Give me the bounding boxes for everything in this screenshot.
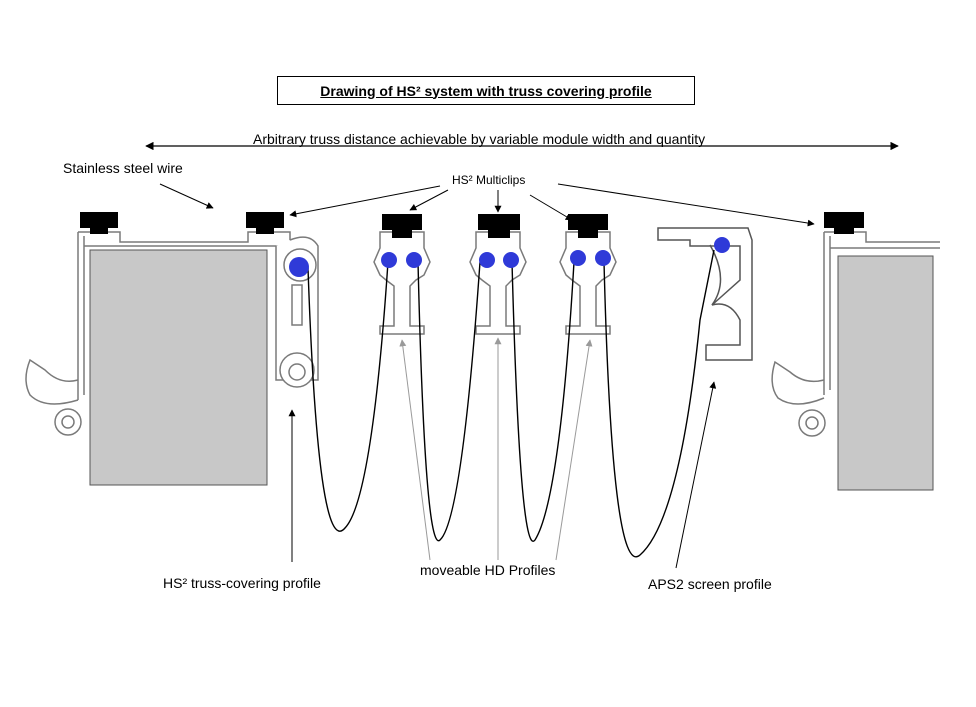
hd-callout-arrows [399, 337, 593, 561]
truss-covering-label: HS² truss-covering profile [163, 575, 321, 591]
right-end-profile [771, 231, 940, 437]
multiclips-label: HS² Multiclips [452, 173, 526, 187]
pin [381, 252, 397, 268]
wire-label: Stainless steel wire [63, 160, 183, 176]
multiclip-3 [382, 214, 422, 238]
pin [714, 237, 730, 253]
multiclip-1 [80, 212, 118, 234]
multiclip-6 [824, 212, 864, 234]
hd-profile-3 [559, 231, 617, 335]
left-truss-block [89, 249, 268, 486]
truss-distance-label: Arbitrary truss distance achievable by v… [253, 131, 706, 147]
hd-profile-1 [373, 231, 431, 335]
pins [289, 237, 730, 277]
multiclips [80, 212, 864, 238]
pin [479, 252, 495, 268]
pin [503, 252, 519, 268]
pin [406, 252, 422, 268]
pin [595, 250, 611, 266]
pin [289, 257, 309, 277]
multiclip-5 [568, 214, 608, 238]
multiclip-2 [246, 212, 284, 234]
screen-fabric [307, 249, 715, 558]
right-truss-block [837, 255, 934, 491]
callout-arrows [159, 183, 815, 569]
diagram-title: Drawing of HS² system with truss coverin… [277, 76, 695, 105]
hd-profiles-label: moveable HD Profiles [420, 562, 556, 578]
aps2-label: APS2 screen profile [648, 576, 772, 592]
multiclip-4 [478, 214, 520, 238]
pin [570, 250, 586, 266]
